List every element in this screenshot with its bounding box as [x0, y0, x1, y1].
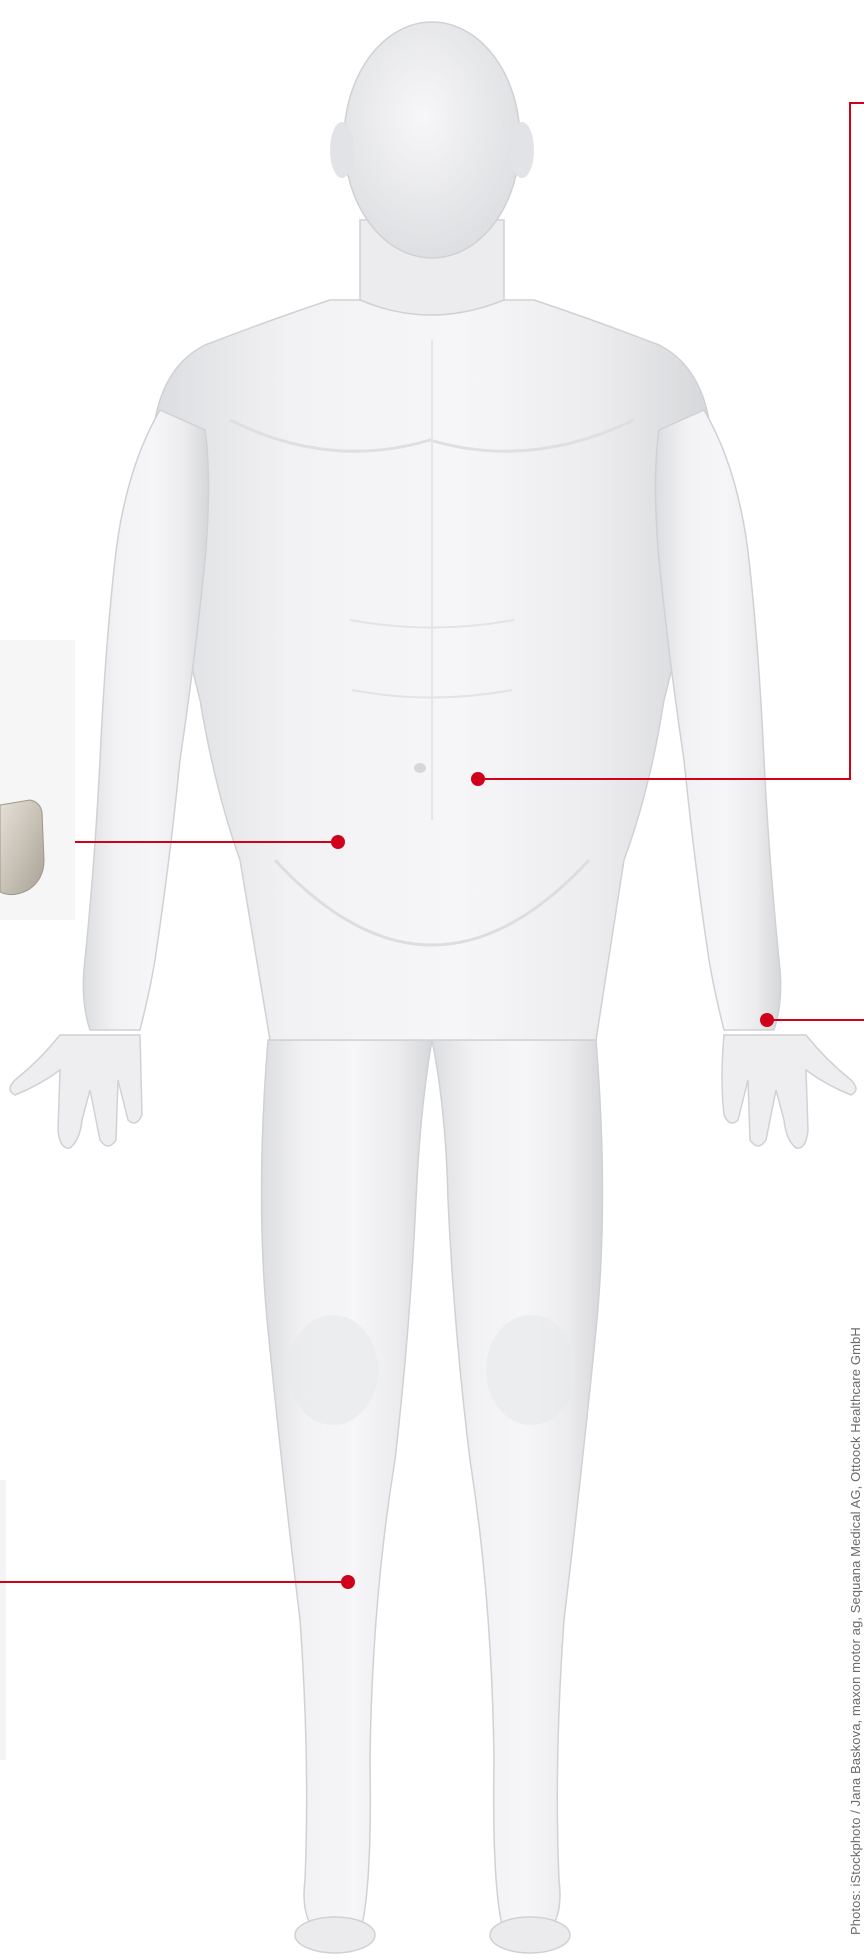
lower-photo-edge — [0, 1480, 6, 1760]
abdomen-marker-dot — [471, 772, 485, 786]
photo-credit: Photos: iStockphoto / Jana Baskova, maxo… — [848, 1327, 863, 1935]
hip-marker-dot — [331, 835, 345, 849]
leg-marker-dot — [341, 1575, 355, 1589]
hand-marker-dot — [760, 1013, 774, 1027]
body-silhouette — [10, 22, 856, 1953]
implant-device-image — [0, 800, 44, 895]
